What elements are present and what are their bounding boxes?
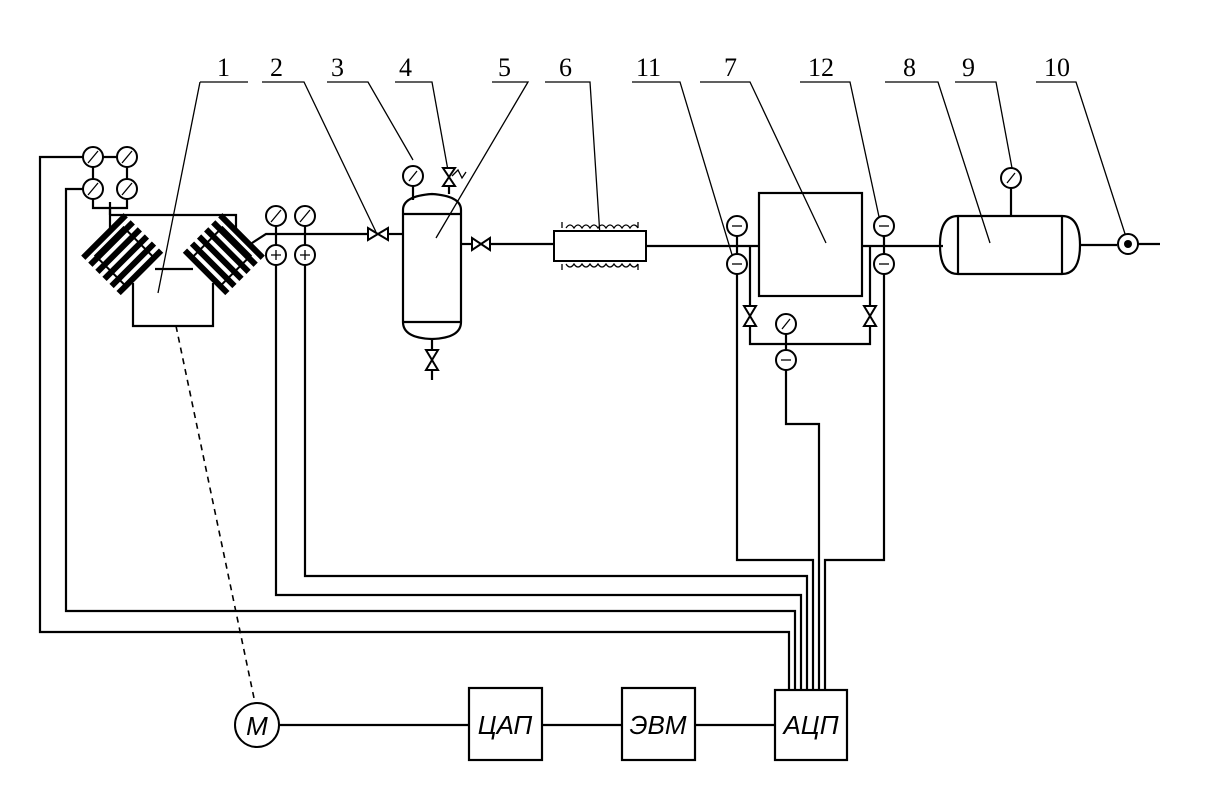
outlet-sensors (873, 215, 895, 275)
dac-label: ЦАП (478, 710, 533, 740)
motor: М (234, 702, 280, 748)
discharge-line (251, 232, 368, 244)
flow-meter-icon (1117, 233, 1139, 255)
bypass-loop (742, 246, 878, 371)
safety-valve-icon (441, 167, 457, 187)
valve-icon (742, 305, 758, 327)
motor-shaft-link (175, 325, 255, 699)
callout-9: 9 (962, 53, 975, 82)
sensor-gauge-icon (726, 215, 748, 237)
compressor (81, 202, 265, 328)
computer-block: ЭВМ (620, 686, 697, 762)
valve-icon (471, 236, 491, 252)
sensor-gauge-icon (82, 178, 104, 200)
compressor-sensors (82, 146, 138, 215)
callout-8: 8 (903, 53, 916, 82)
sensor-gauge-icon (116, 178, 138, 200)
sensor-gauge-icon (726, 253, 748, 275)
adc-block: АЦП (773, 688, 849, 762)
callout-3: 3 (331, 53, 344, 82)
callout-2: 2 (270, 53, 283, 82)
signal-wiring (38, 155, 886, 690)
adc-label: АЦП (781, 710, 838, 740)
storage-tank (938, 167, 1082, 276)
sensor-gauge-icon (82, 146, 104, 168)
right-cylinder-fins (182, 213, 265, 296)
drain-valve-icon (424, 349, 440, 371)
sensor-gauge-icon (294, 205, 316, 227)
callout-labels: 1 2 3 4 5 6 11 7 12 8 9 10 (217, 53, 1070, 82)
callout-4: 4 (399, 53, 412, 82)
valve-icon (862, 305, 878, 327)
pressure-gauge-icon (1000, 167, 1022, 189)
sensor-gauge-icon (116, 146, 138, 168)
leader-lines (157, 81, 1128, 294)
discharge-sensors (265, 205, 316, 266)
callout-5: 5 (498, 53, 511, 82)
sensor-gauge-icon (775, 313, 797, 335)
sensor-gauge-icon (873, 253, 895, 275)
motor-label: М (246, 711, 268, 741)
pressure-gauge-icon (402, 165, 424, 187)
callout-10: 10 (1044, 53, 1070, 82)
computer-label: ЭВМ (629, 710, 686, 740)
callout-12: 12 (808, 53, 834, 82)
separator-vessel (401, 165, 467, 380)
sensor-gauge-icon (775, 349, 797, 371)
heat-exchanger (553, 222, 647, 270)
left-cylinder-fins (81, 213, 164, 296)
sensor-gauge-icon (265, 244, 287, 266)
sensor-gauge-icon (294, 244, 316, 266)
callout-11: 11 (636, 53, 661, 82)
dac-block: ЦАП (467, 686, 544, 762)
test-chamber (757, 191, 864, 298)
callout-7: 7 (724, 53, 737, 82)
valve-icon (367, 226, 389, 242)
sensor-gauge-icon (873, 215, 895, 237)
callout-1: 1 (217, 53, 230, 82)
callout-6: 6 (559, 53, 572, 82)
sensor-gauge-icon (265, 205, 287, 227)
